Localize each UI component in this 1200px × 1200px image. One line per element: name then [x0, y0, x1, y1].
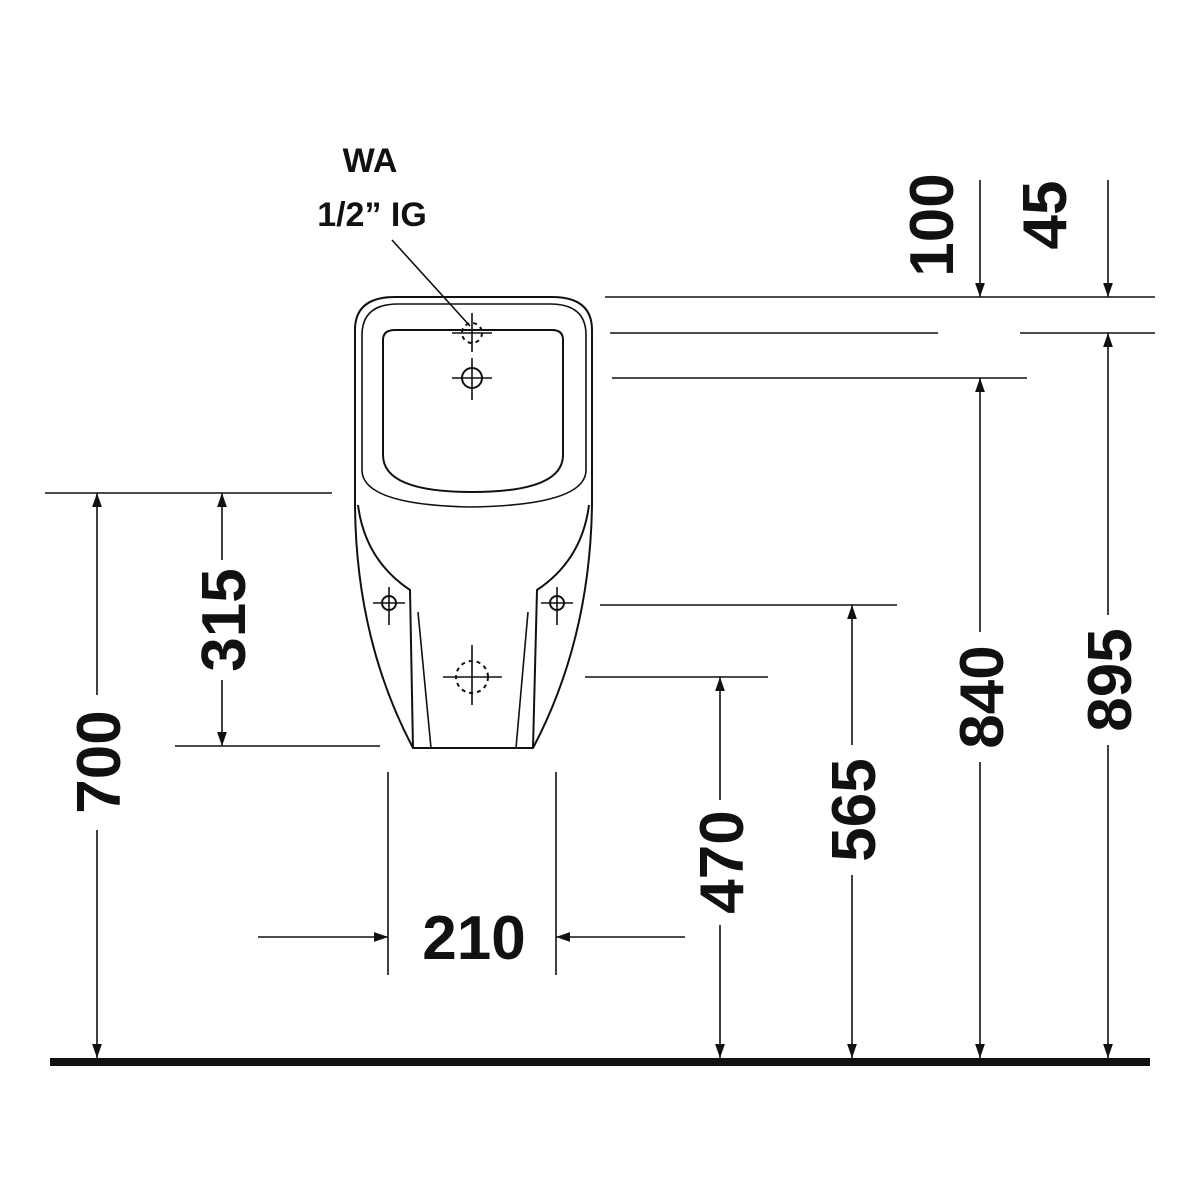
label-inlet-size: 1/2” IG: [317, 196, 427, 234]
fixing-hole-top-icon: [452, 358, 492, 400]
dimension-470: 470: [688, 677, 757, 1058]
svg-text:700: 700: [65, 710, 134, 813]
leader-line: [391, 239, 471, 327]
svg-text:315: 315: [190, 568, 259, 671]
svg-text:470: 470: [688, 810, 757, 913]
dimension-895: 895: [1076, 333, 1145, 1058]
svg-text:45: 45: [1011, 181, 1080, 250]
water-inlet-hole-icon: [452, 313, 492, 352]
urinal-front-view: [354, 296, 593, 749]
label-wa: WA: [343, 142, 398, 180]
dimension-565: 565: [820, 605, 889, 1058]
drain-outlet-hole-icon: [443, 645, 502, 705]
dimension-100: 100: [898, 173, 985, 297]
dimension-210: 210: [258, 904, 685, 973]
svg-text:840: 840: [948, 645, 1017, 748]
extension-lines: [45, 296, 1155, 975]
svg-text:565: 565: [820, 758, 889, 861]
dimension-45: 45: [1011, 180, 1113, 297]
dimension-700: 700: [65, 493, 134, 1058]
fixing-hole-right-icon: [541, 587, 573, 625]
svg-text:100: 100: [898, 173, 967, 276]
svg-text:895: 895: [1076, 628, 1145, 731]
dimension-315: 315: [190, 493, 259, 746]
dimension-840: 840: [948, 378, 1017, 1058]
svg-text:210: 210: [422, 904, 525, 973]
fixing-hole-left-icon: [373, 587, 405, 625]
